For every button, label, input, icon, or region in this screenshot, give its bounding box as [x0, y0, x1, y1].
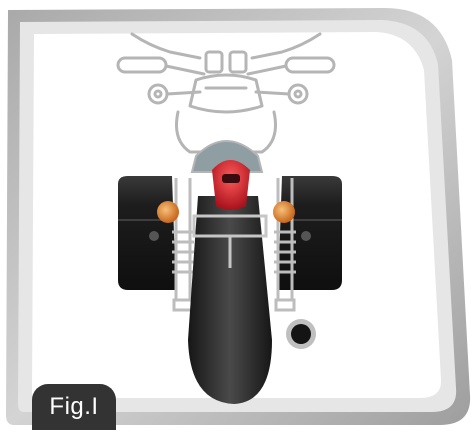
- saddlebag-left: [118, 176, 176, 290]
- rear-fender: [190, 140, 264, 173]
- tail-light: [212, 160, 250, 210]
- handlebar-line-art: [116, 32, 336, 154]
- figure-frame: [6, 8, 471, 425]
- license-bracket: [192, 214, 268, 268]
- rear-tire: [188, 196, 272, 404]
- shock-absorbers: [172, 178, 296, 312]
- figure-label: Fig.I: [32, 384, 116, 430]
- turn-signal-right: [273, 201, 295, 223]
- turn-signal-left: [157, 201, 179, 223]
- exhaust-tip: [286, 319, 316, 349]
